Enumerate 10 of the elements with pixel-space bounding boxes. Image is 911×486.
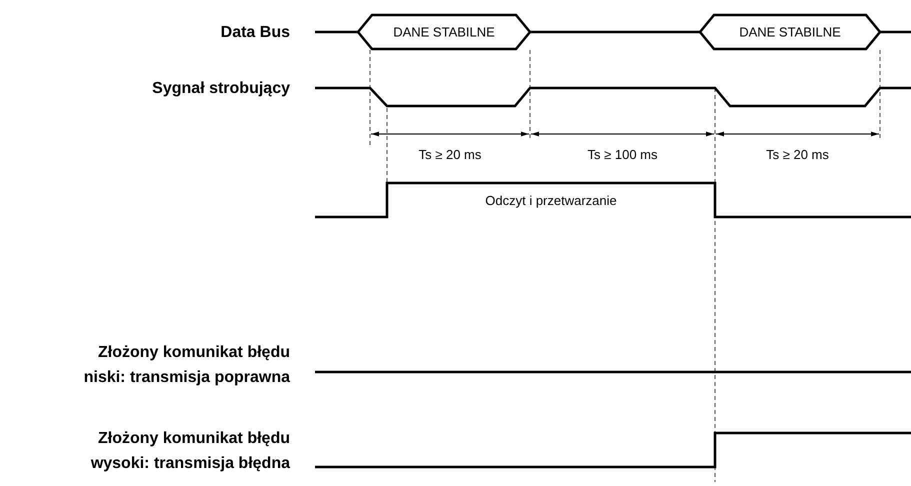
signal-name: Złożony komunikat błędu wysoki: transmisja błędna <box>90 429 290 474</box>
signal-name: Sygnał strobujący <box>151 79 290 99</box>
data-valid-hexagon: DANE STABILNE <box>358 14 530 50</box>
waveform-annotation: Odczyt i przetwarzanie <box>484 193 618 208</box>
signal-name: Złożony komunikat błędu niski: transmisja poprawna <box>82 343 290 388</box>
dimension-label: Ts ≥ 20 ms <box>418 147 482 162</box>
dimension-label: Ts ≥ 100 ms <box>586 147 658 162</box>
dimension-label: Ts ≥ 20 ms <box>765 147 830 162</box>
data-valid-hexagon: DANE STABILNE <box>700 14 880 50</box>
signal-name: Data Bus <box>220 23 290 43</box>
